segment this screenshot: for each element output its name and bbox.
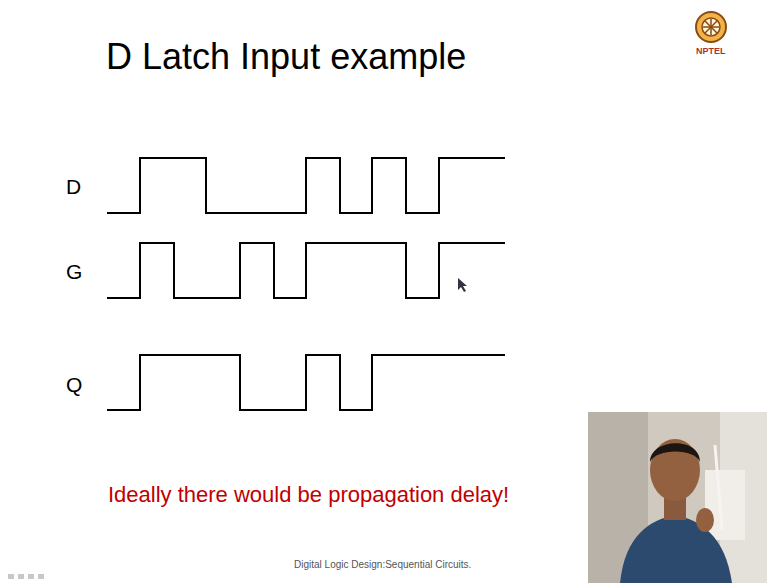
signal-name: G bbox=[66, 261, 82, 282]
mouse-cursor bbox=[458, 278, 467, 292]
signal-name: Q bbox=[66, 374, 82, 395]
g-waveform bbox=[107, 243, 505, 298]
d-waveform bbox=[107, 158, 505, 213]
note-text: Ideally there would be propagation delay… bbox=[108, 484, 509, 506]
slide-title: D Latch Input example bbox=[106, 39, 466, 75]
q-waveform bbox=[107, 355, 505, 410]
slide-toolbar bbox=[8, 574, 44, 579]
footer-text: Digital Logic Design:Sequential Circuits… bbox=[294, 560, 471, 570]
signal-name: D bbox=[66, 176, 81, 197]
nptel-emblem bbox=[696, 12, 726, 42]
webcam-inset bbox=[588, 412, 767, 583]
logo-text: NPTEL bbox=[696, 47, 726, 56]
